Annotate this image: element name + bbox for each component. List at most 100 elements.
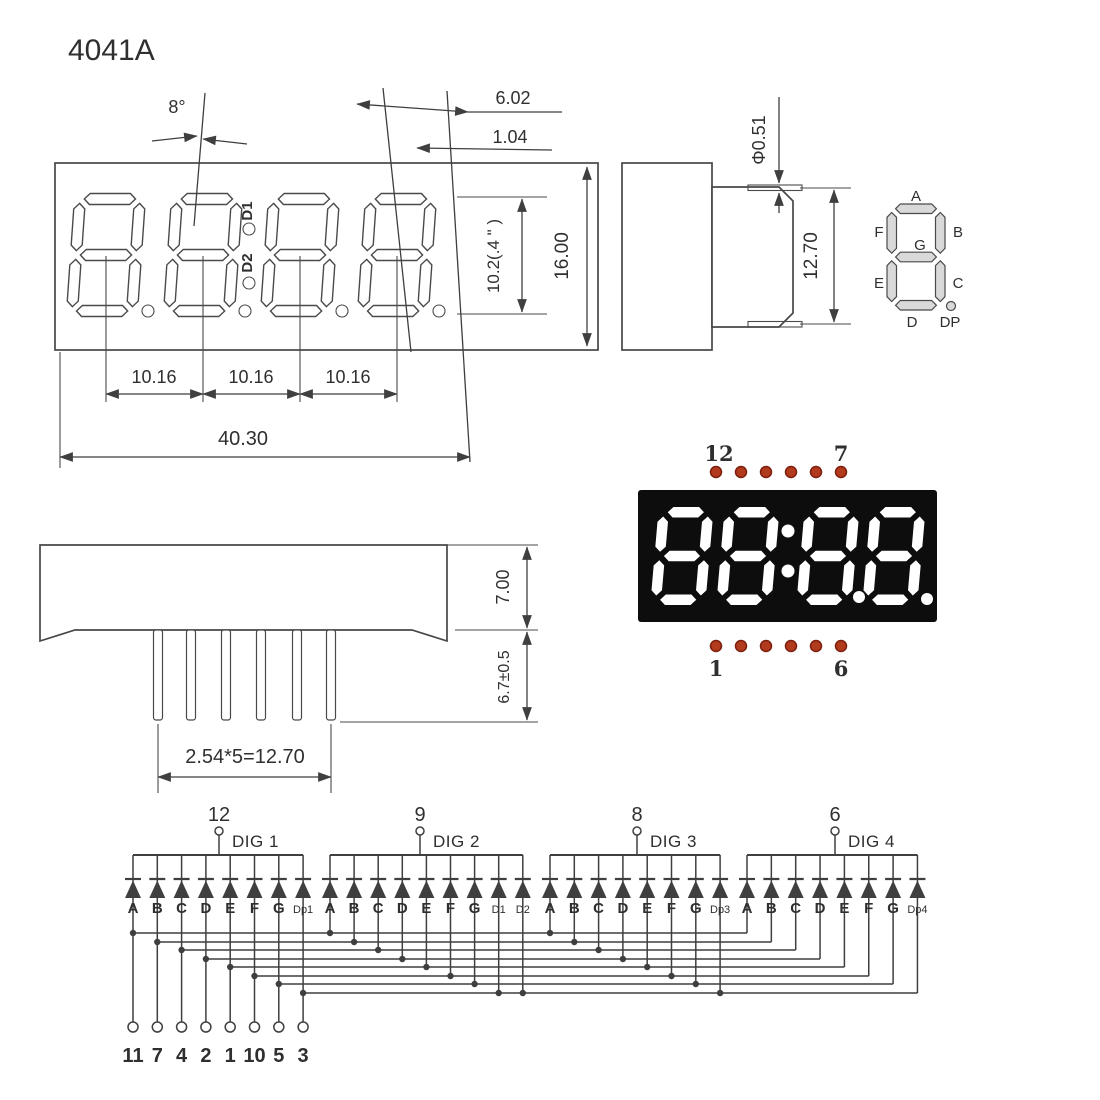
map-label-A: A	[911, 188, 921, 205]
segment	[872, 594, 909, 605]
terminal-number: 10	[243, 1045, 265, 1067]
segment-label-D: D	[397, 900, 408, 917]
segment	[79, 248, 133, 262]
segment-label-C: C	[373, 900, 384, 917]
segment	[729, 550, 767, 562]
dim-602: 6.02	[495, 88, 530, 108]
digit-pin-circle	[415, 826, 425, 836]
segment	[361, 202, 377, 252]
photo-pin-dot	[834, 639, 848, 653]
photo-pin1-label: 1	[709, 656, 724, 681]
diode-icon	[566, 880, 583, 898]
segment-label-A: A	[128, 900, 139, 917]
segment	[894, 251, 938, 263]
tilt-arrow-right	[202, 135, 248, 146]
diode-icon	[295, 880, 312, 898]
segment	[667, 507, 704, 518]
segment-label-Dp3: Dp3	[710, 904, 730, 916]
digit-pin-circle	[214, 826, 224, 836]
segment	[867, 516, 881, 552]
terminal-number: 5	[273, 1045, 284, 1067]
terminal-number: 3	[298, 1045, 309, 1067]
front-digits	[66, 192, 437, 318]
photo-pins-bottom	[709, 639, 848, 653]
terminal-circle	[297, 1021, 309, 1033]
diode-icon	[442, 880, 459, 898]
diode-icon	[197, 880, 214, 898]
segment-label-D: D	[617, 900, 628, 917]
diode-icon	[246, 880, 263, 898]
segment-label-F: F	[250, 900, 259, 917]
front-outline	[54, 162, 599, 351]
map-label-DP: DP	[940, 314, 961, 331]
photo-digits	[651, 507, 925, 605]
diode-icon	[270, 880, 287, 898]
dim-pin-length: 6.7±0.5	[496, 650, 513, 703]
segment	[126, 258, 142, 308]
terminal-number: 2	[200, 1045, 211, 1067]
segment	[370, 248, 424, 262]
diode-icon	[370, 880, 387, 898]
segment	[366, 304, 420, 318]
photo-pin-dot	[734, 465, 748, 479]
segment	[421, 202, 437, 252]
junction-dot	[299, 989, 307, 997]
photo-pin12-label: 12	[704, 441, 733, 466]
terminal-number: 4	[176, 1045, 188, 1067]
photo-colon-top	[781, 524, 795, 538]
map-label-G: G	[914, 237, 926, 254]
tilt-arrow-left	[151, 132, 198, 143]
colon-dot-d1	[242, 222, 256, 236]
segment-label-E: E	[839, 900, 849, 917]
segment-label-D2: D2	[516, 904, 530, 916]
leader-line-1	[382, 87, 412, 353]
dp-outline-2	[238, 304, 252, 318]
diode-icon	[639, 880, 656, 898]
digit-pin-number: 9	[414, 804, 425, 826]
segment-label-E: E	[421, 900, 431, 917]
segment	[83, 192, 137, 206]
segment	[66, 258, 82, 308]
bottom-pin-4	[255, 629, 267, 721]
segment-label-G: G	[273, 900, 285, 917]
segment	[374, 192, 428, 206]
segment	[809, 550, 847, 562]
segment	[324, 202, 340, 252]
photo-pin-dot	[734, 639, 748, 653]
segment	[260, 258, 276, 308]
segment	[801, 516, 815, 552]
colon-label-d1: D1	[239, 201, 256, 220]
segment-label-B: B	[766, 900, 777, 917]
segment-label-G: G	[887, 900, 899, 917]
diode-icon	[418, 880, 435, 898]
segment	[655, 516, 669, 552]
bottom-body	[39, 544, 448, 643]
colon-dot-d2	[242, 276, 256, 290]
diode-icon	[590, 880, 607, 898]
photo-pin-dot	[759, 465, 773, 479]
diode-icon	[394, 880, 411, 898]
diode-icon	[739, 880, 755, 898]
segment	[886, 211, 898, 255]
segment	[269, 304, 323, 318]
segment-label-C: C	[176, 900, 187, 917]
bottom-view: 7.00 6.7±0.5 2.54*5=12.70	[39, 544, 538, 793]
segment	[699, 516, 713, 552]
bottom-pins	[152, 629, 337, 721]
diode-icon	[663, 880, 680, 898]
map-digit	[886, 203, 946, 311]
segment-label-A: A	[325, 900, 336, 917]
segment-label-G: G	[690, 900, 702, 917]
diode-icon	[490, 880, 507, 898]
segment-label-B: B	[349, 900, 360, 917]
dp-outline-1	[141, 304, 155, 318]
segment-label-B: B	[152, 900, 163, 917]
dim-angle: 8°	[168, 97, 185, 117]
dim-pitch-3: 10.16	[325, 367, 370, 387]
terminal-number: 11	[122, 1045, 143, 1067]
front-digit-1	[66, 192, 146, 318]
photo-dp3	[853, 591, 865, 603]
digit-name-label: DIG 2	[433, 832, 480, 851]
segment	[663, 550, 701, 562]
